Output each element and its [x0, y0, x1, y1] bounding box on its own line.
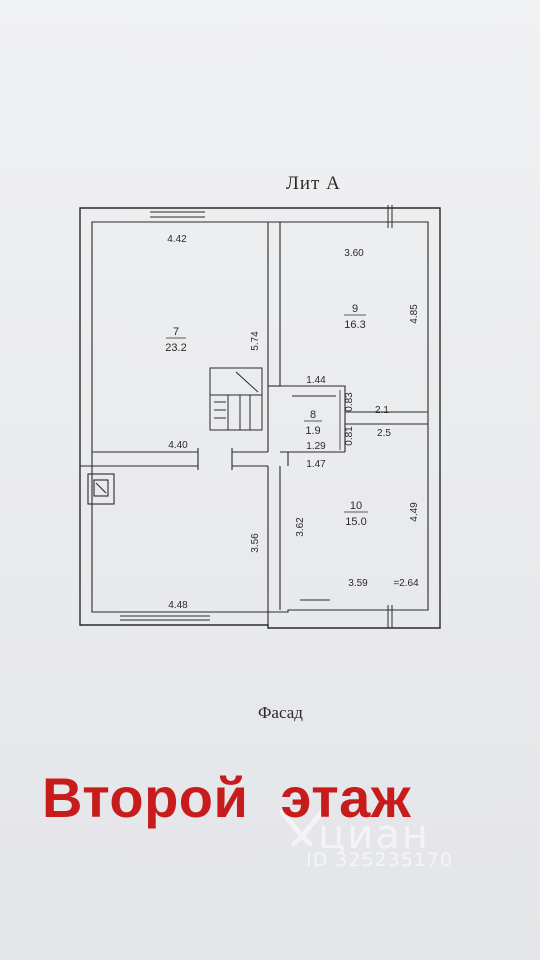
dimension-label: 4.49: [409, 502, 420, 522]
outer-walls: [79, 207, 441, 629]
dimension-label: 3.56: [250, 533, 261, 553]
watermark-listing-id: ID 325235170: [306, 849, 454, 871]
room-10-area: 15.0: [345, 516, 366, 528]
chimney-symbol: [87, 473, 115, 505]
dimension-label: 3.60: [344, 248, 364, 259]
cian-logo-icon: [279, 809, 325, 847]
room-9-number: 9: [352, 303, 358, 315]
windows: [120, 205, 393, 628]
dimension-label: 5.74: [250, 331, 261, 351]
dimension-label: 3.62: [295, 517, 306, 537]
floor-caption: Второй этаж: [42, 766, 412, 829]
dimension-label: 4.42: [167, 234, 187, 245]
facade-label: Фасад: [258, 703, 303, 722]
staircase: [209, 367, 263, 431]
dimension-label: 1.44: [306, 375, 326, 386]
dimension-label: 2.5: [377, 428, 391, 439]
room-9-area: 16.3: [344, 319, 365, 331]
room-8-number: 8: [310, 409, 316, 421]
dimension-label: 1.47: [306, 459, 326, 470]
dimension-label: =2.64: [393, 578, 419, 589]
dimension-lines: [292, 385, 341, 453]
room-10-number: 10: [350, 500, 362, 512]
dimension-label: 0.83: [344, 392, 355, 412]
dimension-label: 4.85: [409, 304, 420, 324]
room-7-number: 7: [173, 326, 179, 338]
dimension-label: 0.81: [344, 426, 355, 446]
dimension-label: 4.40: [168, 440, 188, 451]
watermark-brand: циан: [318, 812, 430, 858]
dimension-label: 3.59: [348, 578, 368, 589]
interior-walls: [80, 222, 428, 625]
dimension-label: 1.29: [306, 441, 326, 452]
dimension-label: 2.1: [375, 405, 389, 416]
room-7-area: 23.2: [165, 342, 186, 354]
plan-title: Лит А: [286, 173, 341, 194]
room-8-area: 1.9: [305, 425, 320, 437]
dimension-label: 4.48: [168, 600, 188, 611]
